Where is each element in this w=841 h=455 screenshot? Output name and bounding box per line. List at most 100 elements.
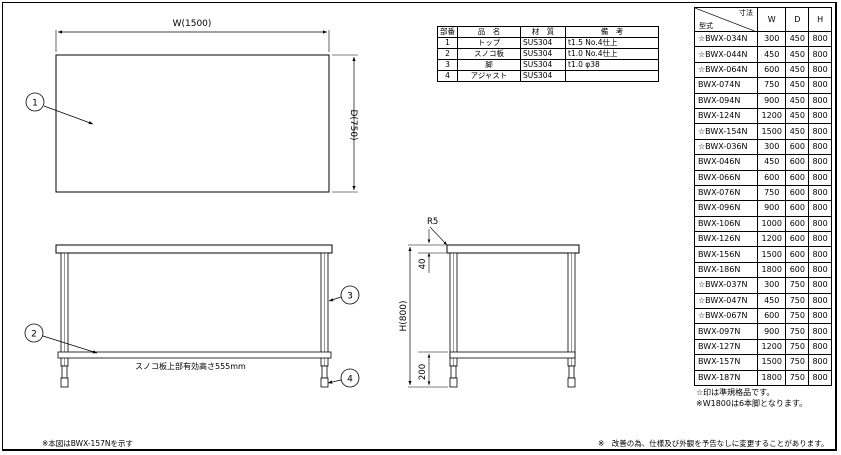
- size-model-cell: ☆BWX-064N: [694, 61, 758, 79]
- size-value-cell: 750: [785, 323, 810, 340]
- size-value-cell: 600: [785, 138, 810, 156]
- size-model-cell: BWX-066N: [694, 169, 758, 186]
- callout-2-leader: [42, 335, 98, 354]
- size-value-cell: 750: [785, 354, 810, 371]
- size-model-cell: BWX-157N: [694, 354, 758, 371]
- parts-cell: スノコ板: [457, 48, 521, 60]
- size-value-cell: 800: [808, 354, 832, 371]
- width-dimension-label: W(1500): [173, 19, 212, 29]
- size-model-cell: BWX-186N: [694, 261, 758, 279]
- size-header-diagonal: 寸法 型式: [694, 7, 758, 32]
- size-value-cell: 450: [756, 46, 787, 63]
- size-value-cell: 800: [808, 215, 832, 233]
- size-value-cell: 600: [785, 246, 810, 263]
- size-model-cell: BWX-076N: [694, 184, 758, 202]
- size-header-top: 寸法: [739, 9, 753, 17]
- size-value-cell: 800: [808, 169, 832, 186]
- size-value-cell: 800: [808, 61, 832, 79]
- size-model-cell: BWX-187N: [694, 369, 758, 386]
- side-left-adjuster: [450, 365, 457, 379]
- size-model-cell: BWX-097N: [694, 323, 758, 340]
- size-model-cell: BWX-094N: [694, 92, 758, 109]
- parts-cell: t1.0 φ38: [565, 59, 659, 71]
- size-value-cell: 1000: [756, 215, 787, 233]
- size-value-cell: 450: [785, 46, 810, 63]
- size-model-cell: BWX-156N: [694, 246, 758, 263]
- size-value-cell: 1800: [756, 261, 787, 279]
- plan-top-outline: [55, 54, 330, 193]
- parts-cell: 4: [437, 70, 458, 82]
- size-value-cell: 1500: [756, 354, 787, 371]
- size-value-cell: 800: [808, 30, 832, 48]
- size-value-cell: 450: [785, 30, 810, 48]
- size-value-cell: 750: [785, 292, 810, 310]
- callout-3-leader: [328, 296, 342, 302]
- side-shelf: [449, 351, 576, 359]
- callout-2-circle: [24, 323, 44, 343]
- size-value-cell: 450: [785, 123, 810, 140]
- size-value-cell: 600: [756, 308, 787, 325]
- side-right-adjuster: [568, 365, 575, 379]
- size-value-cell: 450: [756, 154, 787, 171]
- size-value-cell: 750: [756, 77, 787, 94]
- parts-cell: t1.0 No.4仕上: [565, 48, 659, 60]
- size-value-cell: 750: [785, 338, 810, 356]
- size-model-cell: ☆BWX-037N: [694, 277, 758, 294]
- callout-4-circle: [340, 368, 360, 388]
- size-header-bottom: 型式: [699, 22, 713, 30]
- callout-1-label: 1: [32, 99, 38, 109]
- size-value-cell: 600: [785, 184, 810, 202]
- size-value-cell: 750: [785, 308, 810, 325]
- parts-cell: SUS304: [520, 48, 566, 60]
- callout-1-circle: [25, 92, 45, 112]
- size-value-cell: 800: [808, 231, 832, 248]
- size-model-cell: BWX-096N: [694, 200, 758, 217]
- figure-note: ※本図はBWX-157Nを示す: [42, 439, 133, 448]
- parts-cell: 脚: [457, 59, 521, 71]
- size-header-d: D: [785, 7, 810, 32]
- radius-leader: [429, 226, 448, 246]
- size-value-cell: 750: [785, 277, 810, 294]
- size-value-cell: 600: [756, 61, 787, 79]
- plan-view: W(1500) D(750) 1: [25, 19, 358, 193]
- parts-cell: 1: [437, 37, 458, 49]
- size-value-cell: 450: [756, 292, 787, 310]
- size-value-cell: 600: [756, 169, 787, 186]
- size-header-h: H: [808, 7, 832, 32]
- front-right-adjuster: [321, 365, 328, 379]
- size-value-cell: 1500: [756, 123, 787, 140]
- drawing-frame: [2, 2, 837, 451]
- size-value-cell: 450: [785, 61, 810, 79]
- size-value-cell: 1500: [756, 246, 787, 263]
- size-model-cell: ☆BWX-154N: [694, 123, 758, 140]
- depth-dimension-label: D(750): [348, 109, 358, 140]
- size-value-cell: 450: [785, 77, 810, 94]
- size-value-cell: 800: [808, 277, 832, 294]
- size-value-cell: 800: [808, 46, 832, 63]
- size-value-cell: 450: [785, 107, 810, 125]
- size-value-cell: 800: [808, 154, 832, 171]
- change-note: ※ 改善の為、仕様及び外観を予告なしに変更することがあります。: [598, 439, 829, 448]
- front-top-slab: [55, 244, 333, 254]
- size-model-cell: BWX-106N: [694, 215, 758, 233]
- size-value-cell: 900: [756, 323, 787, 340]
